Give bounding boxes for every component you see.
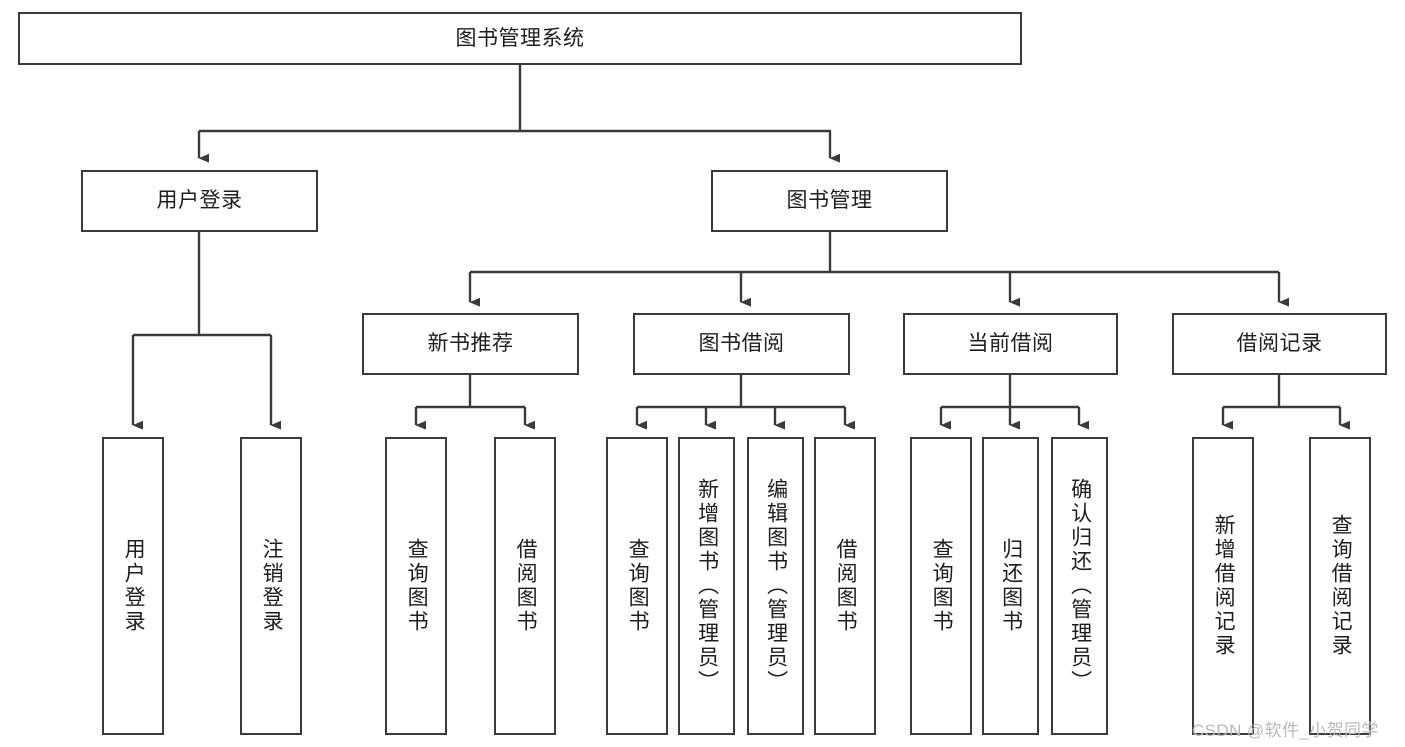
leaf-borrow-book[interactable]: 借阅图书 — [814, 437, 876, 735]
leaf-borrow-book-label: 借阅图书 — [834, 538, 858, 634]
leaf-add-book-admin-label: 新增图书（管理员） — [695, 478, 719, 694]
node-book-management[interactable]: 图书管理 — [711, 170, 948, 232]
leaf-logout[interactable]: 注销登录 — [240, 437, 302, 735]
leaf-add-book-admin[interactable]: 新增图书（管理员） — [678, 437, 735, 735]
node-root[interactable]: 图书管理系统 — [18, 12, 1022, 65]
leaf-user-login-label: 用户登录 — [122, 538, 146, 634]
leaf-borrow-book-new-label: 借阅图书 — [514, 538, 538, 634]
node-user-login-label: 用户登录 — [156, 189, 243, 213]
leaf-confirm-return-admin[interactable]: 确认归还（管理员） — [1051, 437, 1108, 735]
leaf-edit-book-admin-label: 编辑图书（管理员） — [764, 478, 788, 694]
node-current-borrow-label: 当前借阅 — [967, 332, 1054, 356]
leaf-logout-label: 注销登录 — [260, 538, 284, 634]
node-new-book-recommend-label: 新书推荐 — [427, 332, 514, 356]
node-book-borrow[interactable]: 图书借阅 — [633, 313, 850, 375]
node-book-borrow-label: 图书借阅 — [698, 332, 785, 356]
leaf-query-book-borrow-label: 查询图书 — [626, 538, 650, 634]
csdn-watermark: CSDN @软件_小贺同学 — [1192, 721, 1379, 740]
leaf-query-book-borrow[interactable]: 查询图书 — [606, 437, 668, 735]
node-user-login[interactable]: 用户登录 — [81, 170, 318, 232]
leaf-return-book-label: 归还图书 — [999, 538, 1023, 634]
leaf-query-book-new[interactable]: 查询图书 — [385, 437, 447, 735]
leaf-query-book-current[interactable]: 查询图书 — [910, 437, 972, 735]
node-current-borrow[interactable]: 当前借阅 — [903, 313, 1118, 375]
leaf-query-borrow-record-label: 查询借阅记录 — [1329, 514, 1353, 658]
node-new-book-recommend[interactable]: 新书推荐 — [362, 313, 579, 375]
node-root-label: 图书管理系统 — [455, 26, 585, 50]
node-borrow-record[interactable]: 借阅记录 — [1172, 313, 1387, 375]
leaf-add-borrow-record[interactable]: 新增借阅记录 — [1192, 437, 1254, 735]
node-book-management-label: 图书管理 — [786, 189, 873, 213]
leaf-borrow-book-new[interactable]: 借阅图书 — [494, 437, 556, 735]
leaf-return-book[interactable]: 归还图书 — [982, 437, 1039, 735]
leaf-add-borrow-record-label: 新增借阅记录 — [1212, 514, 1236, 658]
leaf-query-borrow-record[interactable]: 查询借阅记录 — [1309, 437, 1371, 735]
node-borrow-record-label: 借阅记录 — [1236, 332, 1323, 356]
leaf-edit-book-admin[interactable]: 编辑图书（管理员） — [747, 437, 804, 735]
leaf-query-book-current-label: 查询图书 — [930, 538, 954, 634]
leaf-confirm-return-admin-label: 确认归还（管理员） — [1068, 478, 1092, 694]
leaf-user-login[interactable]: 用户登录 — [102, 437, 164, 735]
leaf-query-book-new-label: 查询图书 — [405, 538, 429, 634]
